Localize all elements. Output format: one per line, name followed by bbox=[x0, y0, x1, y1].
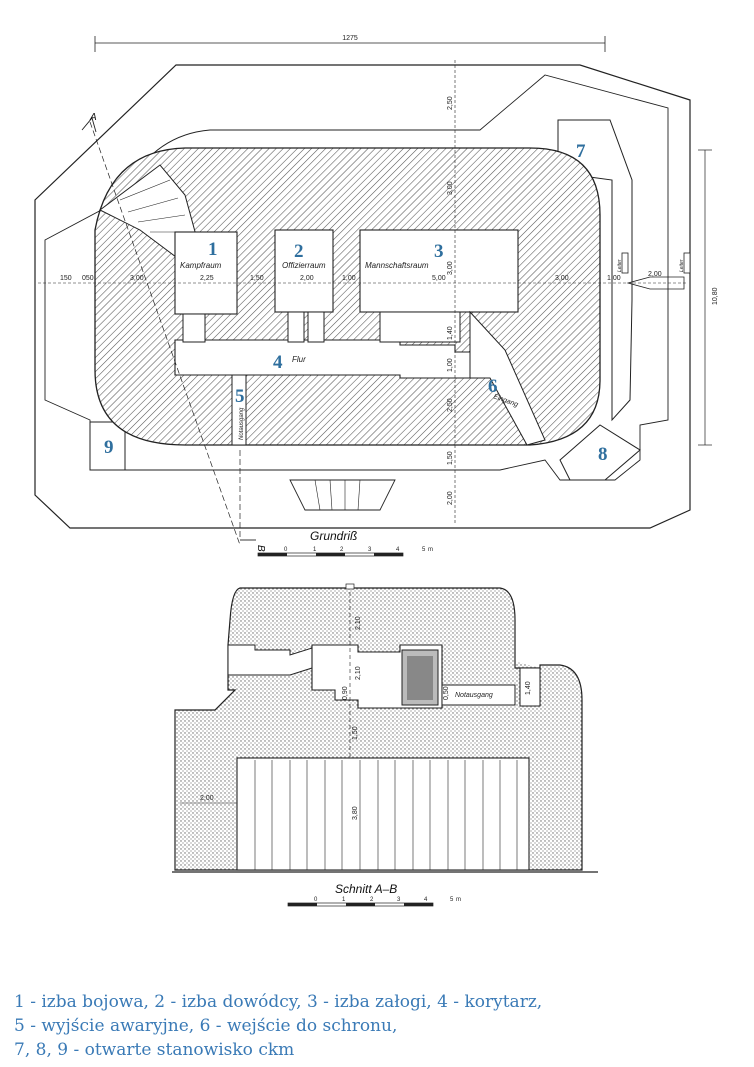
legend-line-2: 5 - wyjście awaryjne, 6 - wejście do sch… bbox=[14, 1016, 398, 1036]
number-6: 6 bbox=[488, 376, 498, 397]
legend: 1 - izba bojowa, 2 - izba dowódcy, 3 - i… bbox=[14, 990, 744, 1062]
number-1: 1 bbox=[208, 239, 218, 260]
section-dim-090: 0,90 bbox=[342, 686, 349, 700]
dim-500: 5,00 bbox=[432, 275, 446, 282]
number-5: 5 bbox=[235, 386, 245, 407]
dim-200a: 2,00 bbox=[300, 275, 314, 282]
label-leiter-left: Leiter bbox=[617, 259, 623, 272]
number-9: 9 bbox=[104, 437, 114, 458]
section-texts: 2,10 2,10 0,90 0,50 1,40 1,50 2,00 3,80 … bbox=[200, 616, 532, 896]
cross-section bbox=[172, 583, 598, 873]
number-7: 7 bbox=[576, 141, 586, 162]
svg-text:4: 4 bbox=[424, 897, 428, 903]
emergency-exit-shaft bbox=[231, 374, 247, 446]
entrance-ramp bbox=[469, 310, 546, 446]
label-leiter-right: Leiter bbox=[679, 259, 685, 272]
dim-300b: 3,00 bbox=[555, 275, 569, 282]
svg-text:5: 5 bbox=[422, 547, 426, 553]
dim-300a: 3,00 bbox=[130, 275, 144, 282]
section-title: Schnitt A–B bbox=[335, 882, 397, 896]
ladder-right bbox=[683, 252, 691, 274]
svg-text:5: 5 bbox=[450, 897, 454, 903]
svg-text:m: m bbox=[428, 547, 433, 553]
dim-225: 2,25 bbox=[200, 275, 214, 282]
front-steps bbox=[289, 479, 396, 511]
plan-title: Grundriß bbox=[310, 529, 357, 543]
dim-100a: 1,00 bbox=[342, 275, 356, 282]
section-dim-140: 1,40 bbox=[525, 681, 532, 695]
svg-text:2: 2 bbox=[370, 897, 374, 903]
dim-100b: 1,00 bbox=[607, 275, 621, 282]
legend-line-1: 1 - izba bojowa, 2 - izba dowódcy, 3 - i… bbox=[14, 992, 543, 1012]
number-2: 2 bbox=[294, 241, 304, 262]
number-4: 4 bbox=[273, 352, 283, 373]
section-dim-380: 3,80 bbox=[352, 806, 359, 820]
dim-v100: 1,00 bbox=[447, 358, 454, 372]
room-offizierraum bbox=[274, 229, 334, 313]
emplacement-8 bbox=[559, 424, 641, 481]
emplacement-outline bbox=[34, 64, 691, 529]
dim-050: 050 bbox=[82, 275, 94, 282]
earth-hatching bbox=[254, 760, 518, 870]
section-dim-210a: 2,10 bbox=[355, 616, 362, 630]
dim-200b: 2,00 bbox=[648, 271, 662, 278]
room-kampfraum bbox=[174, 231, 238, 315]
dim-v200: 2,00 bbox=[447, 491, 454, 505]
svg-text:0: 0 bbox=[314, 897, 318, 903]
label-flur: Flur bbox=[292, 355, 306, 364]
dim-v300a: 3,00 bbox=[447, 181, 454, 195]
section-dim-200: 2,00 bbox=[200, 795, 214, 802]
dim-v250: 2,50 bbox=[447, 96, 454, 110]
section-marker-a: A bbox=[89, 112, 97, 123]
section-dim-050: 0,50 bbox=[443, 686, 450, 700]
dim-v300b: 3,00 bbox=[447, 261, 454, 275]
dim-overall: 1275 bbox=[342, 35, 358, 42]
legend-line-3: 7, 8, 9 - otwarte stanowisko ckm bbox=[14, 1040, 295, 1060]
label-offizierraum: Offizierraum bbox=[282, 261, 326, 270]
svg-text:1: 1 bbox=[342, 897, 346, 903]
bunker-drawing: 1275 150 050 3,00 2,25 1,50 2,00 1,00 5,… bbox=[34, 35, 719, 907]
svg-text:4: 4 bbox=[396, 547, 400, 553]
number-8: 8 bbox=[598, 444, 608, 465]
section-scale-bar: 0 1 2 3 4 5 m bbox=[287, 897, 461, 907]
label-notausgang-plan: Notausgang bbox=[239, 407, 245, 440]
floor-plan bbox=[34, 36, 712, 546]
section-emergency-passage bbox=[441, 684, 516, 706]
svg-text:m: m bbox=[456, 897, 461, 903]
ladder-left bbox=[621, 252, 629, 274]
section-label-notausgang: Notausgang bbox=[455, 692, 493, 699]
label-mannschaftsraum: Mannschaftsraum bbox=[365, 261, 429, 270]
dim-v150: 1,50 bbox=[447, 451, 454, 465]
dim-right-1080: 10,80 bbox=[712, 287, 719, 305]
svg-text:1: 1 bbox=[313, 547, 317, 553]
number-3: 3 bbox=[434, 241, 444, 262]
svg-text:3: 3 bbox=[397, 897, 401, 903]
dim-150: 1,50 bbox=[250, 275, 264, 282]
section-earth-fill bbox=[236, 757, 530, 871]
dim-v140: 1,40 bbox=[447, 326, 454, 340]
section-dim-150: 1,50 bbox=[352, 726, 359, 740]
svg-text:3: 3 bbox=[368, 547, 372, 553]
svg-text:0: 0 bbox=[284, 547, 288, 553]
plan-scale-bar: 0 1 2 3 4 5 m bbox=[257, 547, 433, 557]
label-kampfraum: Kampfraum bbox=[180, 261, 222, 270]
section-marker-b: B bbox=[255, 545, 266, 552]
svg-text:2: 2 bbox=[340, 547, 344, 553]
dim-v250b: 2,50 bbox=[447, 398, 454, 412]
dim-left-150: 150 bbox=[60, 275, 72, 282]
section-line bbox=[89, 121, 241, 546]
section-dim-210b: 2,10 bbox=[355, 666, 362, 680]
